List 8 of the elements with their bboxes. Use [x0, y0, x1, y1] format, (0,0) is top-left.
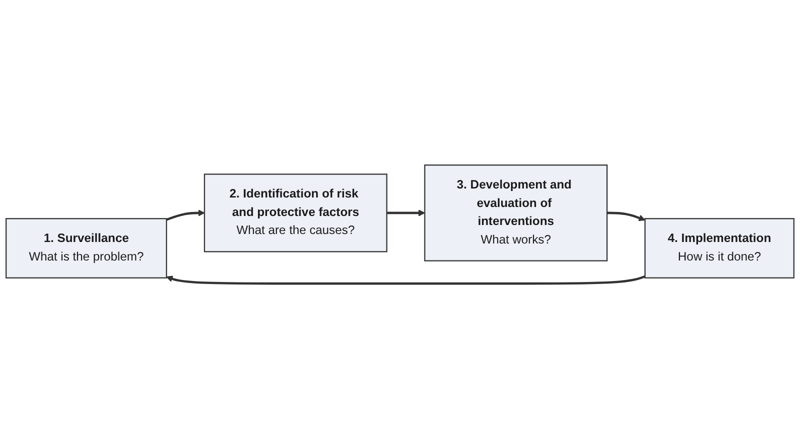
arrow — [386, 209, 426, 216]
node-box: 2. Identification of risk and protective factors What are the causes? — [204, 173, 388, 252]
arrow — [166, 209, 205, 220]
arrow — [607, 211, 646, 221]
node-box: 4. Implementation How is it done? — [644, 218, 794, 278]
node-box: 1. Surveillance What is the problem? — [6, 218, 168, 278]
arrow — [166, 275, 646, 284]
node-box: 3. Development and evaluation of interventions What works? — [424, 164, 608, 262]
